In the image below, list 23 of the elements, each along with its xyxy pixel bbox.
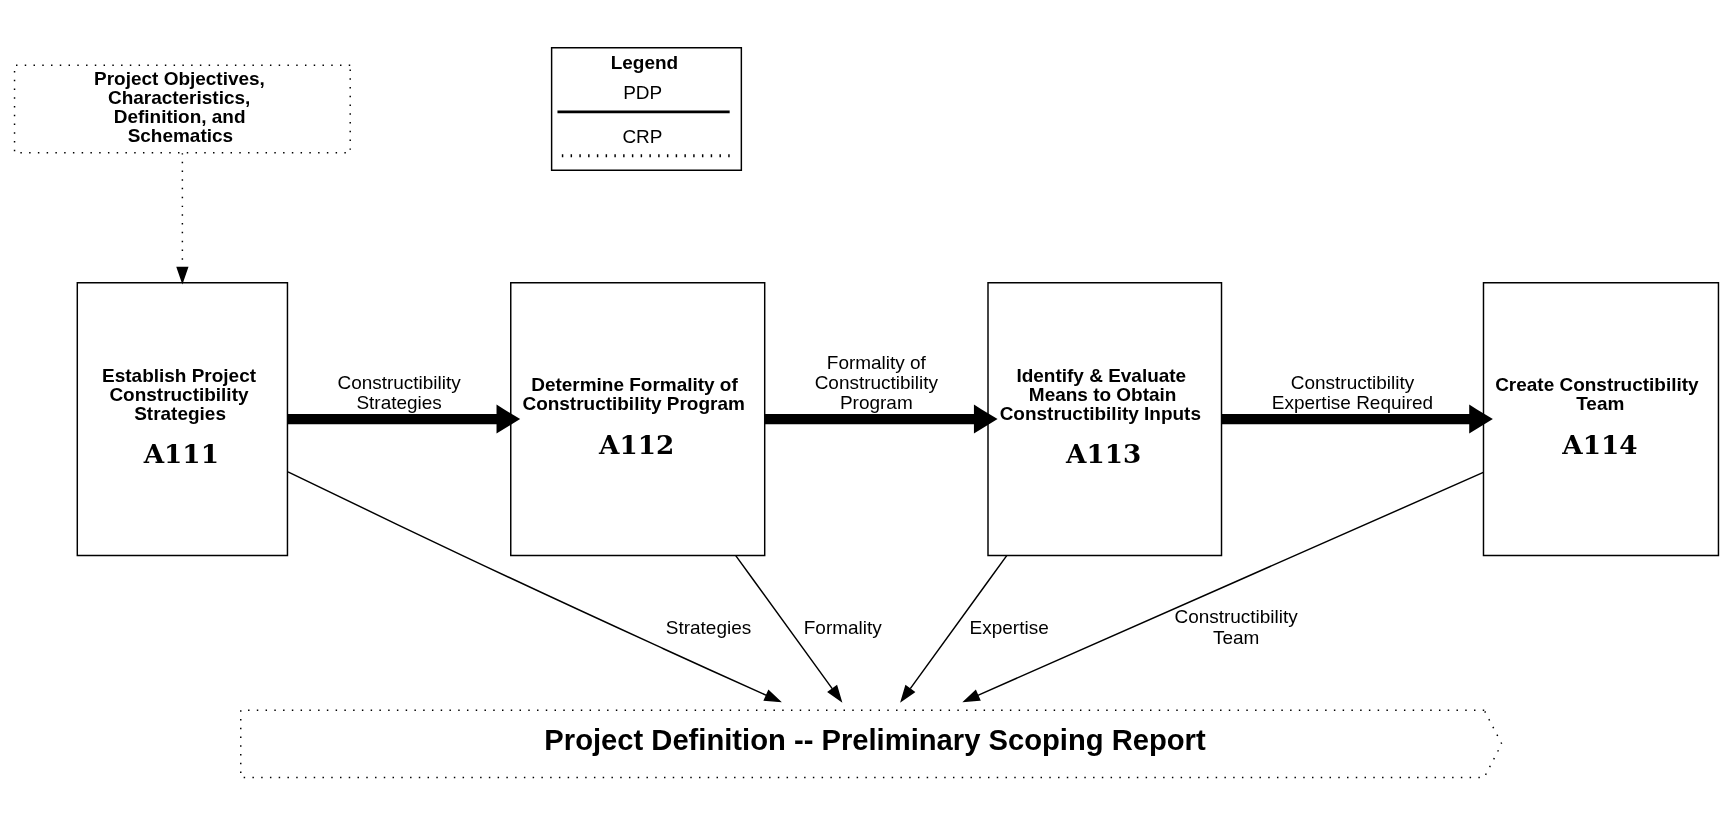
node-box: Establish Project Constructibility Strategies A111	[76, 281, 289, 556]
legend-label: CRP	[622, 125, 663, 147]
edge-label: Formality of Constructibility Program	[814, 351, 939, 413]
node-box: Determine Formality of Constructibility Program A112	[510, 281, 766, 556]
node-box: Create Constructibility Team A114	[1482, 281, 1720, 556]
legend-label: PDP	[623, 81, 663, 103]
arrow	[288, 404, 521, 434]
arrow	[1221, 404, 1493, 434]
edge-label: Expertise	[969, 616, 1049, 637]
edge-label: Constructibility Strategies	[337, 371, 461, 413]
arrow	[176, 151, 189, 284]
edge-label: Constructibility Expertise Required	[1271, 371, 1434, 413]
edge-label: Strategies	[665, 616, 752, 637]
node-box: Project Objectives, Characteristics, Definition, and Schematics	[13, 63, 351, 153]
edge-label: Formality	[803, 616, 882, 637]
arrow	[764, 404, 998, 434]
arrow	[735, 554, 843, 703]
node-box: Identify & Evaluate Means to Obtain Constructibility Inputs A113	[987, 281, 1223, 556]
edge-label: Constructibility Team	[1174, 605, 1298, 648]
arrow	[287, 470, 782, 702]
arrow	[962, 471, 1485, 702]
arrow	[900, 554, 1008, 703]
label: Legend	[610, 51, 679, 73]
